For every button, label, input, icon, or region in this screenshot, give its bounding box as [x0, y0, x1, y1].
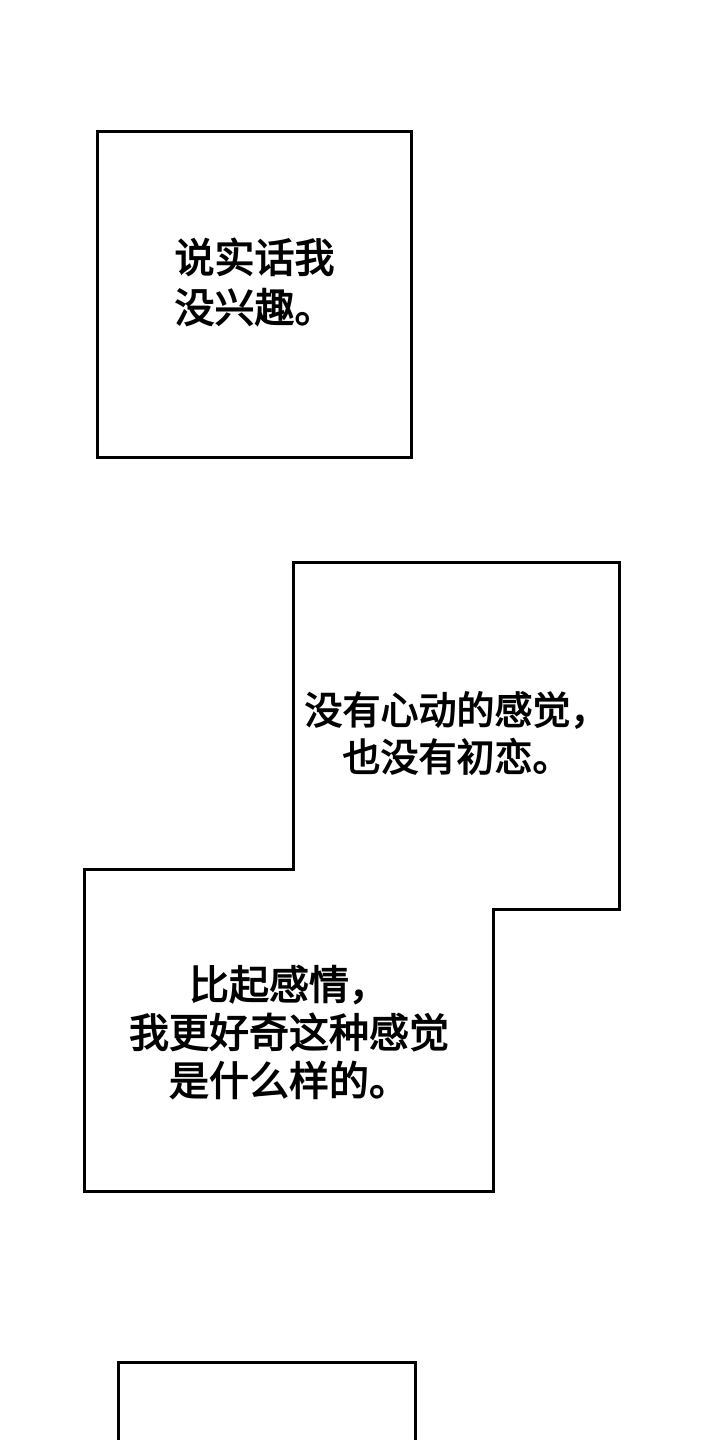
speech-line: 是什么样的。 — [169, 1059, 409, 1105]
speech-bubble-2-3-outline — [83, 561, 621, 1193]
speech-bubble-2-text: 没有心动的感觉， 也没有初恋。 — [292, 688, 621, 782]
speech-line: 我更好奇这种感觉 — [129, 1011, 449, 1057]
speech-line: 说实话我 — [174, 236, 335, 282]
speech-bubble-1-outline — [96, 130, 413, 459]
speech-bubble-4-outline — [117, 1361, 417, 1440]
speech-line: 没兴趣。 — [174, 286, 335, 332]
speech-bubble-3-text: 比起感情， 我更好奇这种感觉 是什么样的。 — [83, 962, 495, 1106]
speech-line: 也没有初恋。 — [342, 736, 571, 780]
speech-bubble-1-text: 说实话我 没兴趣。 — [96, 234, 413, 334]
speech-line: 没有心动的感觉， — [304, 689, 609, 733]
speech-line: 比起感情， — [189, 963, 389, 1009]
